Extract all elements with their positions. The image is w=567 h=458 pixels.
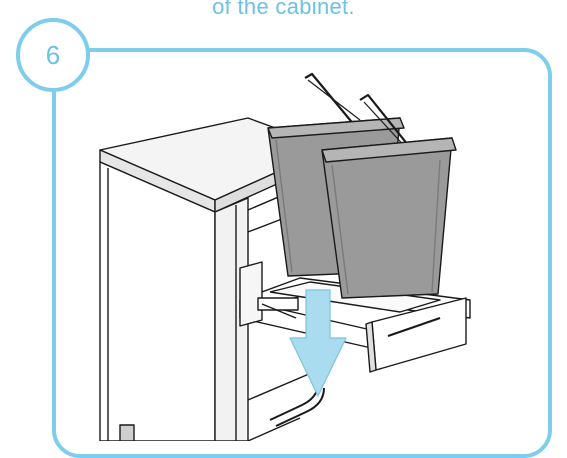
step-number: 6 [45, 39, 61, 70]
cabinet-illustration [99, 72, 471, 441]
step-number-badge: 6 [16, 18, 90, 92]
down-arrow-icon [289, 289, 347, 397]
instruction-caption: of the cabinet. [212, 0, 355, 19]
waste-bin-icon [321, 93, 457, 299]
